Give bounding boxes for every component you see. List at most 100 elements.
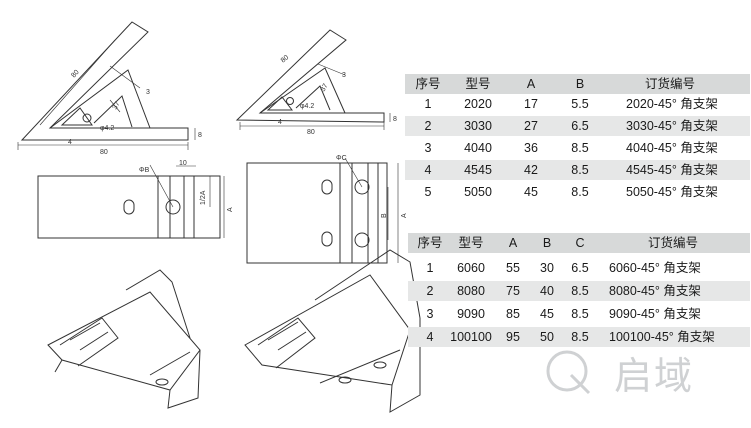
cell-b: 50: [540, 330, 554, 344]
header-a: A: [508, 236, 518, 250]
dim-label: 37: [112, 101, 122, 111]
cell-b: 6.5: [571, 119, 589, 133]
isometric-large: [244, 249, 421, 413]
cell-order: 4040-45° 角支架: [626, 141, 718, 155]
dim-label: 1/2A: [200, 190, 207, 205]
cell-order: 8080-45° 角支架: [609, 284, 701, 298]
cell-order: 6060-45° 角支架: [609, 261, 701, 275]
cell-model: 4545: [464, 163, 492, 177]
cell-model: 6060: [457, 261, 485, 275]
dim-label: 80: [307, 129, 315, 136]
header-model: 型号: [458, 236, 484, 250]
watermark-logo-icon: [546, 350, 591, 395]
cell-model: 2020: [464, 97, 492, 111]
dim-label: 80: [100, 149, 108, 156]
table-row: 4 100100 95 50 8.5 100100-45° 角支架: [408, 327, 750, 347]
cell-order: 4545-45° 角支架: [626, 163, 718, 177]
cell-a: 55: [506, 261, 520, 275]
dim-label: 8: [393, 116, 397, 123]
cell-order: 9090-45° 角支架: [609, 307, 701, 321]
cell-b: 40: [540, 284, 554, 298]
cell-c: 6.5: [571, 261, 589, 275]
cell-model: 100100: [450, 330, 492, 344]
dim-label: ΦB: [139, 167, 150, 174]
cell-b: 8.5: [571, 141, 589, 155]
header-no: 序号: [415, 77, 441, 91]
table-row: 3 9090 85 45 8.5 9090-45° 角支架: [408, 304, 750, 324]
cell-order: 5050-45° 角支架: [626, 185, 718, 199]
dim-label: 4: [278, 119, 282, 126]
header-a: A: [526, 77, 536, 91]
cell-no: 4: [424, 163, 432, 177]
cell-model: 5050: [464, 185, 492, 199]
header-model: 型号: [465, 77, 491, 91]
side-profile-large: [17, 21, 196, 150]
dim-label: 8: [198, 132, 202, 139]
header-order: 订货编号: [647, 236, 699, 250]
top-view-small: [37, 164, 225, 239]
table-row: 2 3030 27 6.5 3030-45° 角支架: [405, 116, 750, 136]
side-profile-small: [235, 29, 391, 130]
cell-a: 17: [524, 97, 538, 111]
cell-c: 8.5: [571, 284, 589, 298]
cell-no: 5: [424, 185, 432, 199]
table-row: 1 6060 55 30 6.5 6060-45° 角支架: [408, 258, 750, 278]
header-order: 订货编号: [644, 77, 696, 91]
header-c: C: [575, 236, 585, 250]
cell-model: 4040: [464, 141, 492, 155]
dim-label: 10: [179, 160, 187, 167]
cell-a: 42: [524, 163, 538, 177]
cell-a: 45: [524, 185, 538, 199]
table-row: 2 8080 75 40 8.5 8080-45° 角支架: [408, 281, 750, 301]
cell-a: 36: [524, 141, 538, 155]
cell-no: 2: [424, 119, 432, 133]
cell-b: 8.5: [571, 185, 589, 199]
cell-a: 85: [506, 307, 520, 321]
cell-order: 2020-45° 角支架: [626, 97, 718, 111]
dim-label: 3: [342, 72, 346, 79]
cell-no: 3: [424, 141, 432, 155]
dim-label: 3: [146, 89, 150, 96]
table-row: 3 4040 36 8.5 4040-45° 角支架: [405, 138, 750, 158]
cell-order: 3030-45° 角支架: [626, 119, 718, 133]
spec-table-2: 序号 型号 A B C 订货编号 1 6060 55 30 6.5 6060-4…: [408, 233, 750, 348]
cell-a: 75: [506, 284, 520, 298]
table-row: 5 5050 45 8.5 5050-45° 角支架: [405, 182, 750, 202]
cell-b: 30: [540, 261, 554, 275]
cell-no: 1: [424, 97, 432, 111]
cell-a: 27: [524, 119, 538, 133]
cell-model: 9090: [457, 307, 485, 321]
cell-no: 3: [426, 307, 434, 321]
dim-label: A: [227, 207, 234, 212]
cell-c: 8.5: [571, 330, 589, 344]
cell-c: 8.5: [571, 307, 589, 321]
dim-label: 37: [320, 83, 330, 93]
cell-model: 3030: [464, 119, 492, 133]
dim-label: 80: [70, 69, 80, 80]
dim-label: φ4.2: [100, 125, 114, 132]
dim-label: ΦC: [336, 155, 347, 162]
dim-label: φ4.2: [300, 103, 314, 110]
cell-b: 8.5: [571, 163, 589, 177]
cell-model: 8080: [457, 284, 485, 298]
cell-no: 4: [426, 330, 434, 344]
dim-label: A: [401, 213, 408, 218]
isometric-small: [47, 269, 201, 409]
spec-table-1: 序号 型号 A B 订货编号 1 2020 17 5.5 2020-45° 角支…: [405, 74, 750, 199]
cell-no: 2: [426, 284, 434, 298]
cell-b: 45: [540, 307, 554, 321]
dim-label: B: [381, 213, 388, 218]
dim-label: 4: [68, 139, 72, 146]
top-view-large: [246, 157, 399, 264]
cell-order: 100100-45° 角支架: [609, 330, 715, 344]
header-b: B: [542, 236, 552, 250]
cell-a: 95: [506, 330, 520, 344]
table-row: 1 2020 17 5.5 2020-45° 角支架: [405, 94, 750, 114]
header-no: 序号: [417, 236, 443, 250]
cell-b: 5.5: [571, 97, 589, 111]
watermark-text: 启域: [614, 354, 695, 398]
cell-no: 1: [426, 261, 434, 275]
dim-label: 80: [280, 54, 291, 64]
table-row: 4 4545 42 8.5 4545-45° 角支架: [405, 160, 750, 180]
